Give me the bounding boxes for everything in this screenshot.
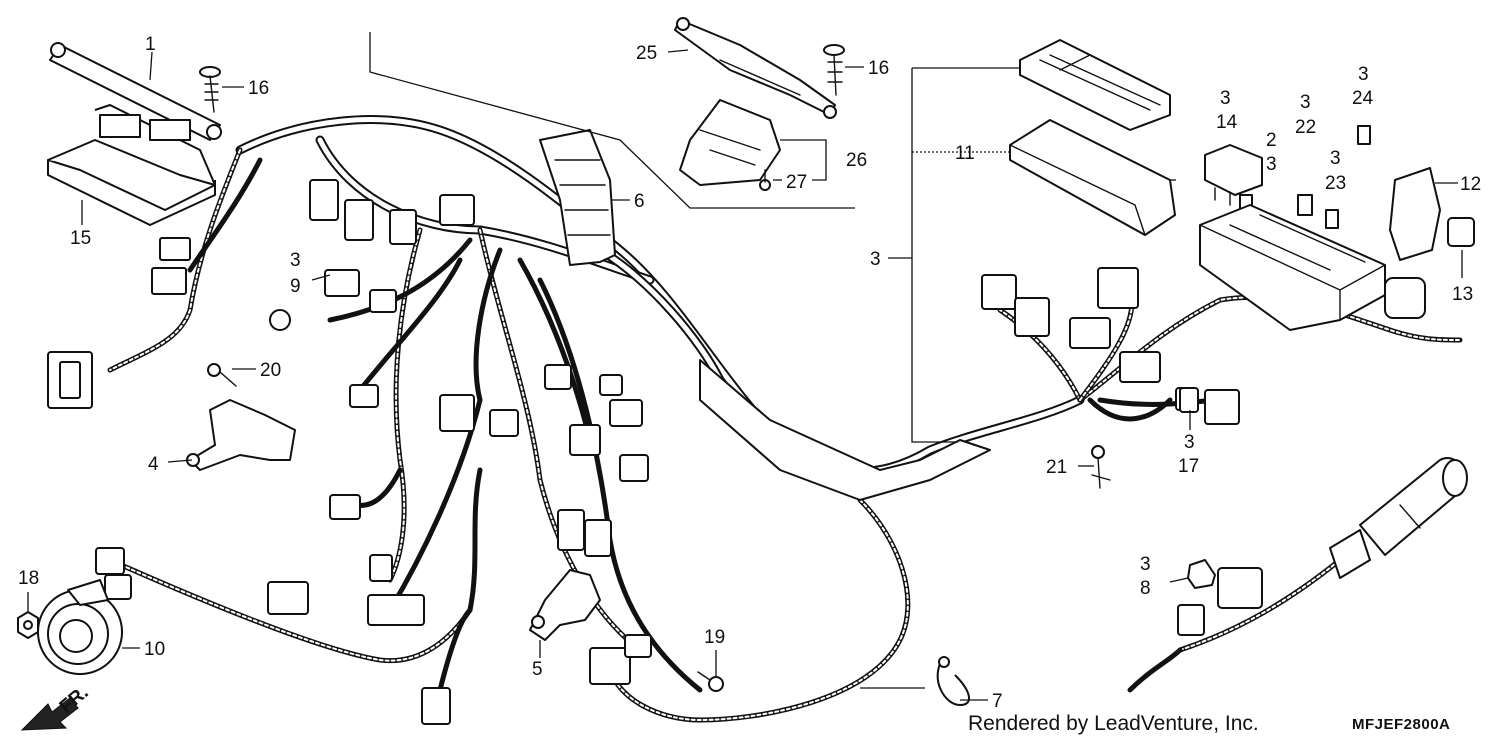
- fuse-box-lid-top: [1019, 39, 1171, 131]
- callout-12: 12: [1460, 174, 1481, 195]
- bolt-20: [207, 363, 237, 387]
- callout-3-b: 3: [870, 249, 881, 270]
- callout-4: 4: [148, 454, 159, 475]
- fuses-2-22-23-24: [1239, 125, 1371, 229]
- bolt-16-left: [199, 66, 221, 113]
- bolt-21: [1091, 445, 1111, 489]
- render-credit: Rendered by LeadVenture, Inc.: [968, 712, 1259, 735]
- callout-18: 18: [18, 568, 39, 589]
- clip-17: [1179, 387, 1199, 413]
- group-bracket-lines: [369, 32, 1020, 443]
- callout-14: 14: [1216, 112, 1238, 133]
- callout-23: 23: [1325, 173, 1346, 194]
- callout-20: 20: [260, 360, 281, 381]
- callout-labels: 1 16 15 3 9 20 4 6 25 16 26 27 11 3 3 14…: [18, 34, 1481, 712]
- callout-3-h: 3: [1184, 432, 1195, 453]
- callout-5: 5: [532, 659, 543, 680]
- callout-16-right: 16: [868, 58, 889, 79]
- callout-3-g: 3: [1358, 64, 1369, 85]
- callout-2: 2: [1266, 130, 1277, 151]
- callout-9: 9: [290, 276, 301, 297]
- callout-16-left: 16: [248, 78, 269, 99]
- part-15-ecu-cover: [47, 42, 222, 226]
- harness-connectors: [47, 179, 1426, 725]
- callout-3-f: 3: [1330, 148, 1341, 169]
- relay-14: [1204, 144, 1263, 206]
- callout-6: 6: [634, 191, 645, 212]
- callout-26: 26: [846, 150, 867, 171]
- relay-12: [1389, 167, 1441, 261]
- callout-3-a: 3: [290, 250, 301, 271]
- bolt-16-right: [823, 44, 845, 96]
- front-arrow: FR.: [20, 682, 93, 731]
- nut-18: [17, 611, 39, 639]
- band-7: [936, 656, 970, 706]
- callout-17: 17: [1178, 456, 1199, 477]
- callout-21: 21: [1046, 457, 1067, 478]
- harness-band-guide: [699, 359, 991, 501]
- bolt-19: [697, 671, 724, 692]
- callout-8: 8: [1140, 578, 1151, 599]
- part-25-bracket: [674, 17, 837, 119]
- callout-3-c: 3: [1220, 88, 1231, 109]
- fuse-box-body: [1199, 204, 1386, 331]
- callout-25: 25: [636, 43, 657, 64]
- screw-27: [759, 169, 771, 191]
- callout-19: 19: [704, 627, 725, 648]
- bracket-4: [186, 399, 296, 471]
- callout-15: 15: [70, 228, 91, 249]
- callout-24: 24: [1352, 88, 1374, 109]
- callout-27: 27: [786, 172, 807, 193]
- callout-10: 10: [144, 639, 165, 660]
- part-26-relay-holder: [679, 99, 781, 186]
- connector-13: [1447, 217, 1475, 247]
- leader-lines: [27, 49, 1463, 701]
- callout-22: 22: [1295, 117, 1316, 138]
- handlebar-switch: [1329, 457, 1468, 579]
- callout-3-d: 3: [1266, 154, 1277, 175]
- callout-11: 11: [955, 143, 975, 164]
- callout-7: 7: [992, 691, 1003, 712]
- callout-1: 1: [145, 34, 156, 55]
- part-8: [1187, 559, 1216, 589]
- bracket-5: [529, 569, 601, 641]
- callout-13: 13: [1452, 284, 1473, 305]
- callout-3-i: 3: [1140, 554, 1151, 575]
- callout-3-e: 3: [1300, 92, 1311, 113]
- harness-cover-6: [539, 129, 616, 266]
- part-11-fuse-box-cover: [1009, 119, 1176, 236]
- diagram-code: MFJEF2800A: [1352, 716, 1451, 733]
